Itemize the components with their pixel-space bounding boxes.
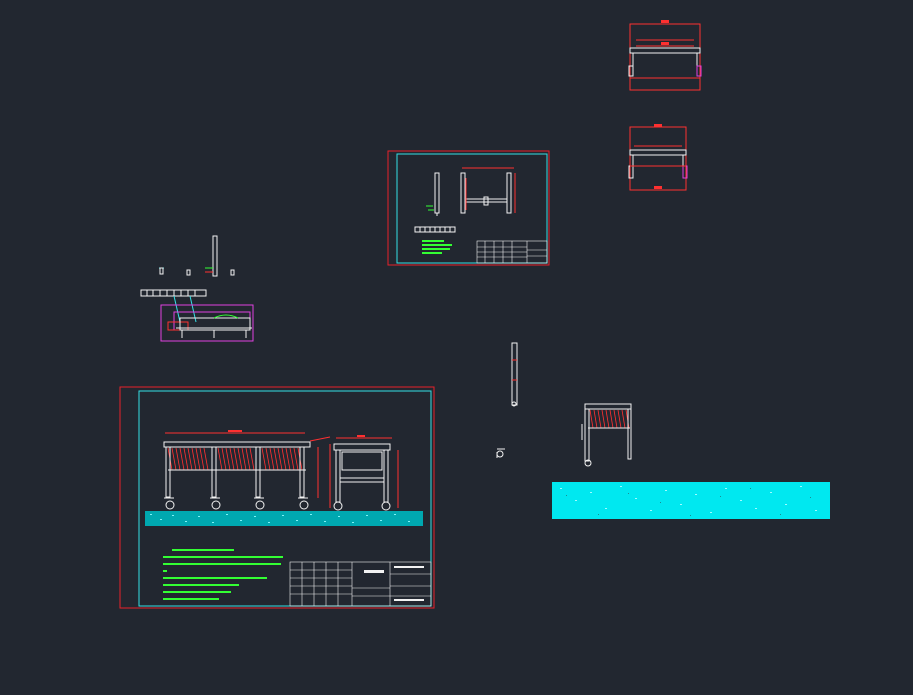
conveyor-front-elevation [163,436,331,510]
left-detail-parts[interactable] [140,235,254,342]
large-drawing-sheet[interactable] [119,386,435,609]
vertical-leg-detail[interactable] [511,342,518,407]
small-sheet-roller-strip [414,226,456,233]
sheet-border-inner [138,390,432,607]
small-sheet-front-view [460,167,516,214]
top-right-view-2[interactable] [628,124,688,191]
ground-hatch [145,511,423,526]
conveyor-side-elevation [329,435,399,511]
cyan-hatch-band[interactable] [552,482,830,519]
small-sheet-notes [422,240,452,254]
sheet-border-inner [396,153,548,264]
caster-wheel-detail[interactable] [496,448,505,458]
large-sheet-notes [163,549,283,600]
small-sheet-title-block [476,240,548,264]
large-sheet-title-block [289,561,432,607]
dimension-box [629,23,701,91]
sheet-border-outer [119,386,435,609]
conveyor-section-detail[interactable] [581,403,632,467]
small-drawing-sheet[interactable] [387,150,550,266]
small-sheet-side-view [426,172,440,216]
sheet-border-outer [387,150,550,266]
top-right-view-1[interactable] [628,20,702,91]
